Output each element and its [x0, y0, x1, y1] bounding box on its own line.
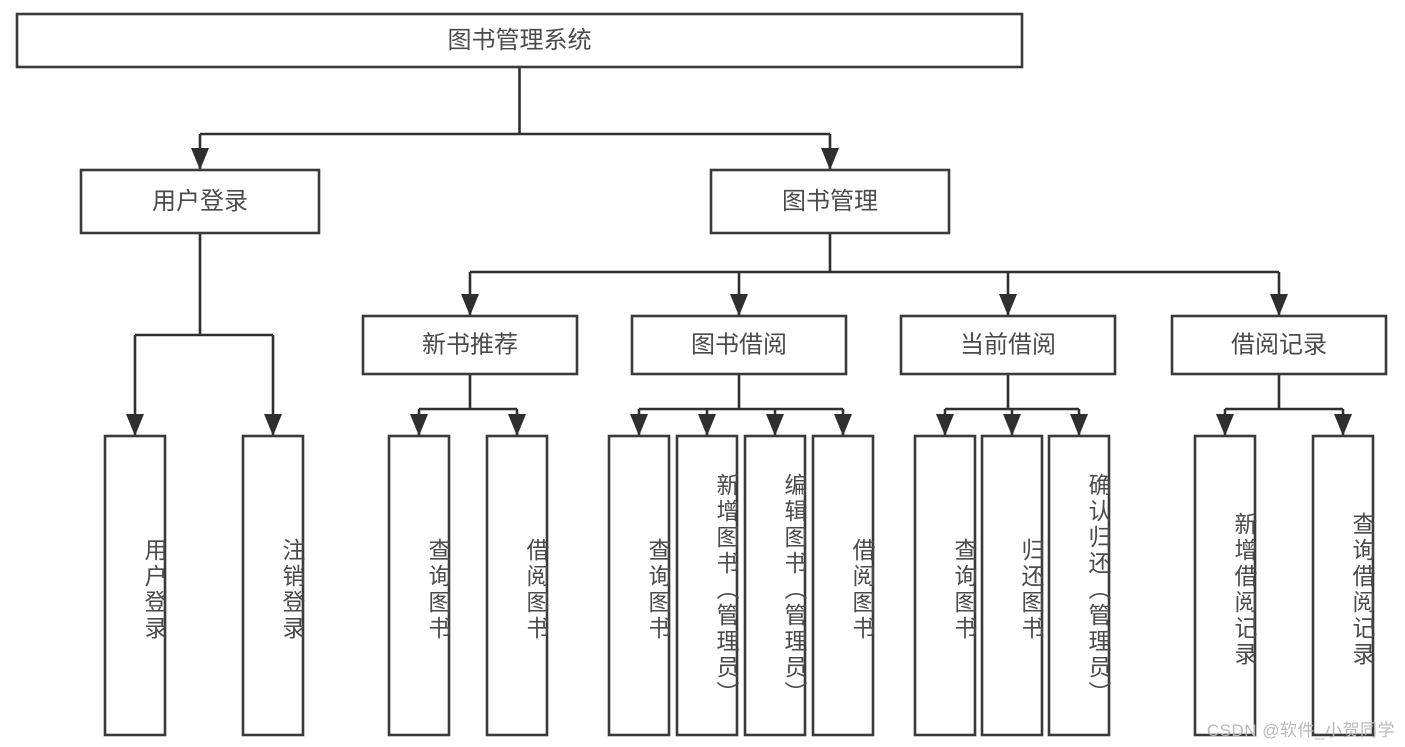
arrowhead-icon-leaf-query-book-3 [936, 414, 954, 436]
arrowhead-icon-leaf-user-login [126, 414, 144, 436]
arrowhead-icon-current-borrow [999, 294, 1017, 316]
node-box-book-manage[interactable] [709, 168, 951, 235]
node-box-leaf-add-book[interactable] [675, 434, 739, 737]
node-box-leaf-user-login[interactable] [103, 434, 167, 737]
node-label-book-borrow: 图书借阅 [691, 331, 787, 358]
node-box-leaf-query-book-2[interactable] [607, 434, 671, 737]
watermark: CSDN @软件_小贺同学 [1206, 721, 1395, 740]
arrowhead-icon-leaf-query-book-2 [630, 414, 648, 436]
node-label-new-book-rec: 新书推荐 [422, 331, 518, 358]
node-box-leaf-edit-book[interactable] [743, 434, 807, 737]
arrowhead-icon-leaf-borrow-book-2 [834, 414, 852, 436]
node-box-leaf-query-book-1[interactable] [387, 434, 451, 737]
node-box-leaf-query-book-3[interactable] [913, 434, 977, 737]
node-label-borrow-record: 借阅记录 [1231, 331, 1327, 358]
arrowhead-icon-user-login [191, 148, 209, 170]
arrowhead-icon-new-book-rec [461, 294, 479, 316]
node-box-leaf-return-book[interactable] [980, 434, 1044, 737]
node-box-root[interactable] [15, 12, 1024, 69]
arrowhead-icon-leaf-add-record [1216, 414, 1234, 436]
arrowhead-icon-leaf-confirm-return [1070, 414, 1088, 436]
arrowhead-icon-leaf-return-book [1003, 414, 1021, 436]
node-box-leaf-add-record[interactable] [1193, 434, 1257, 737]
node-label-root: 图书管理系统 [448, 27, 592, 54]
node-label-current-borrow: 当前借阅 [960, 331, 1056, 358]
node-box-leaf-borrow-book-2[interactable] [811, 434, 875, 737]
node-box-leaf-logout[interactable] [241, 434, 305, 737]
connector-layer [126, 67, 1352, 436]
node-label-book-manage: 图书管理 [782, 188, 878, 215]
arrowhead-icon-book-borrow [730, 294, 748, 316]
arrowhead-icon-leaf-logout [264, 414, 282, 436]
node-box-leaf-borrow-book-1[interactable] [485, 434, 549, 737]
arrowhead-icon-leaf-edit-book [766, 414, 784, 436]
arrowhead-icon-book-manage [821, 148, 839, 170]
node-box-current-borrow[interactable] [899, 314, 1117, 376]
arrowhead-icon-borrow-record [1270, 294, 1288, 316]
arrowhead-icon-leaf-query-book-1 [410, 414, 428, 436]
node-box-leaf-confirm-return[interactable] [1047, 434, 1111, 737]
node-box-new-book-rec[interactable] [361, 314, 579, 376]
node-box-user-login[interactable] [79, 168, 321, 235]
node-box-leaf-query-record[interactable] [1311, 434, 1375, 737]
arrowhead-icon-leaf-query-record [1334, 414, 1352, 436]
arrowhead-icon-leaf-borrow-book-1 [508, 414, 526, 436]
node-box-borrow-record[interactable] [1170, 314, 1388, 376]
node-box-book-borrow[interactable] [630, 314, 848, 376]
arrowhead-icon-leaf-add-book [698, 414, 716, 436]
node-label-user-login: 用户登录 [152, 188, 248, 215]
